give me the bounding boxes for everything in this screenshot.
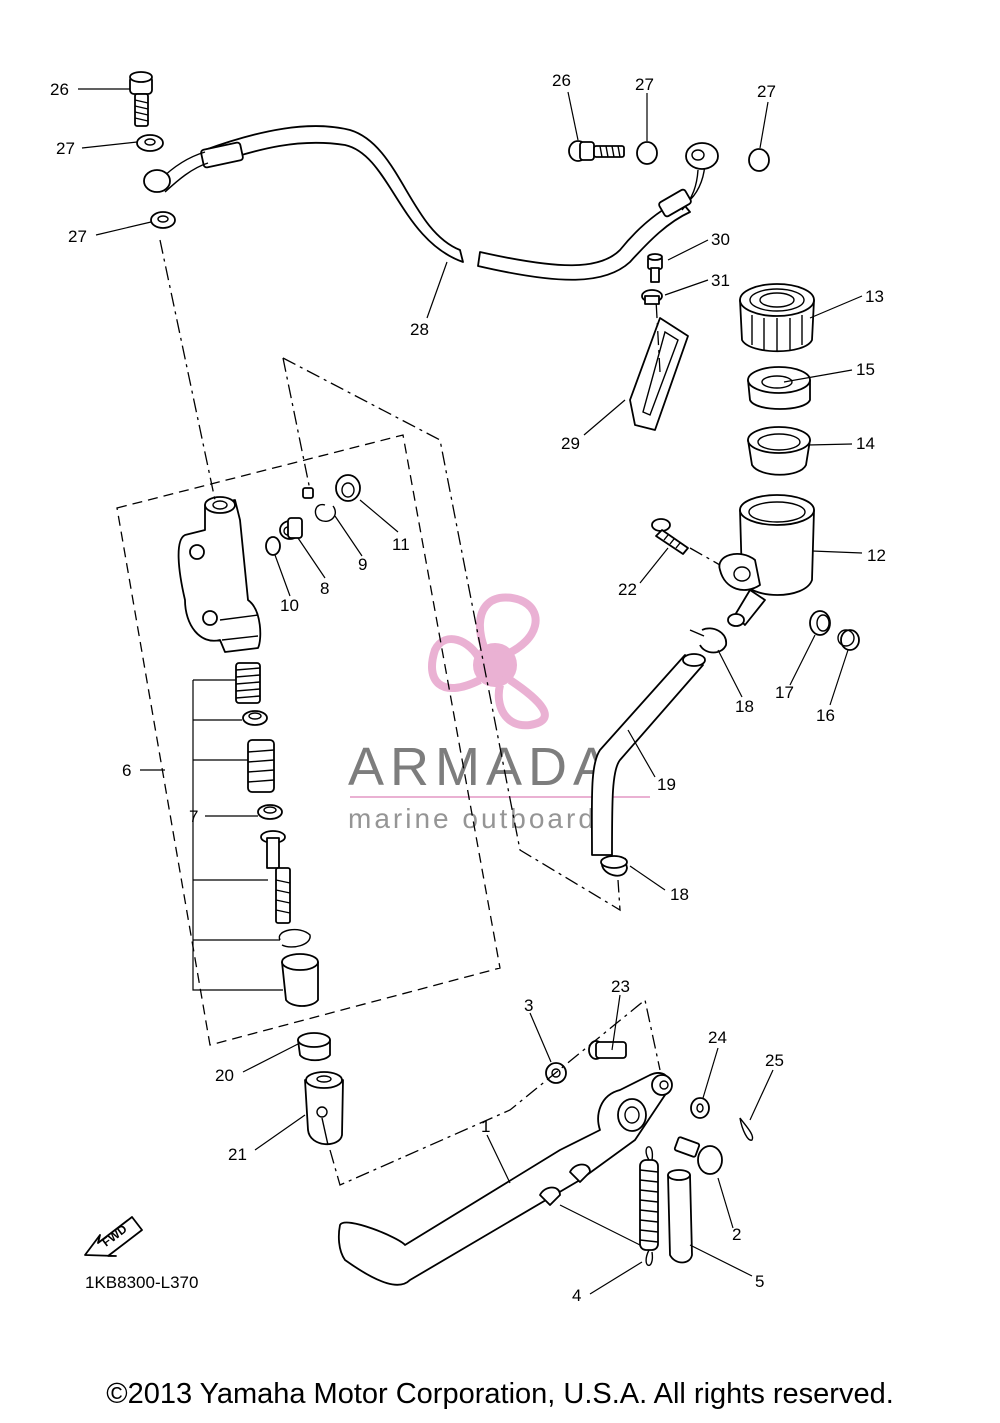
snap-ring: [278, 928, 311, 948]
callout: 31: [711, 271, 730, 290]
reservoir-bracket: [629, 317, 689, 431]
callout: 8: [320, 579, 329, 598]
reservoir-bolt: [651, 518, 689, 555]
joint-16: [837, 629, 860, 651]
copyright-notice: ©2013 Yamaha Motor Corporation, U.S.A. A…: [106, 1378, 894, 1410]
armada-watermark: ARMADA marine outboards: [348, 593, 650, 834]
hose-banjo-right-hole: [691, 149, 705, 161]
bracket-collar: [641, 289, 663, 305]
callout: 14: [856, 434, 875, 453]
locknut: [297, 1032, 331, 1062]
armada-propeller-logo: [428, 593, 549, 730]
copper-washer-2-hole: [157, 215, 169, 223]
primary-cup: [242, 710, 268, 726]
copper-washer-3: [636, 141, 658, 165]
callout: 22: [618, 580, 637, 599]
callout: 29: [561, 434, 580, 453]
callout: 20: [215, 1066, 234, 1085]
callout: 9: [358, 555, 367, 574]
reservoir-cap: [739, 283, 815, 353]
callout: 10: [280, 596, 299, 615]
callout: 27: [56, 139, 75, 158]
hose-banjo-left: [143, 169, 171, 193]
callout: 1: [481, 1117, 490, 1136]
fitting-8: [279, 517, 303, 540]
watermark-brand: ARMADA: [348, 737, 615, 797]
reservoir-diaphragm: [747, 426, 811, 476]
callout: 13: [865, 287, 884, 306]
callout: 30: [711, 230, 730, 249]
secondary-cup: [257, 804, 283, 820]
brake-hose: [159, 125, 706, 281]
clevis: [304, 1071, 344, 1146]
callout: 27: [635, 75, 654, 94]
hose-clamp-lower: [600, 855, 628, 877]
callout: 11: [392, 535, 410, 554]
copper-washer-2: [150, 211, 176, 229]
cap-11: [335, 474, 361, 502]
assembly-lines: [116, 239, 721, 1186]
callout: 27: [68, 227, 87, 246]
callout: 27: [757, 82, 776, 101]
hose-banjo-right: [685, 142, 719, 170]
master-cylinder-body: [177, 496, 262, 653]
collar-5: [667, 1169, 693, 1264]
callout: 21: [228, 1145, 247, 1164]
callout: 25: [765, 1051, 784, 1070]
pedal-bolt-2: [673, 1136, 723, 1175]
callout: 18: [735, 697, 754, 716]
callout: 24: [708, 1028, 727, 1047]
return-spring-4: [639, 1146, 659, 1266]
piston-spring: [235, 662, 261, 704]
callout: 4: [572, 1286, 581, 1305]
copper-washer-4: [748, 148, 770, 172]
callout: 2: [732, 1225, 741, 1244]
callout: 26: [552, 71, 571, 90]
callout: 19: [657, 775, 676, 794]
hose-clamp-upper: [689, 627, 727, 654]
callout: 18: [670, 885, 689, 904]
callout: 6: [122, 761, 131, 780]
callout: 7: [189, 807, 198, 826]
bracket-bolt: [647, 253, 663, 283]
callout: 16: [816, 706, 835, 725]
callout: 17: [775, 683, 794, 702]
pedal-washer-24: [690, 1097, 710, 1119]
reservoir-tank: [718, 494, 815, 627]
callout: 3: [524, 996, 533, 1015]
callouts: 26 27 27 26 27 27 28 30 31 29 13 15 14 1…: [50, 71, 886, 1305]
pedal-pin-23: [588, 1040, 627, 1060]
callout: 28: [410, 320, 429, 339]
union-bolt-right: [568, 140, 625, 162]
copper-washer-1: [136, 134, 164, 152]
cotter-pin-25: [739, 1117, 754, 1141]
circlip-9: [302, 487, 337, 522]
watermark-tagline: marine outboards: [348, 803, 614, 834]
brake-pedal: [337, 1072, 673, 1286]
reservoir-hose: [590, 653, 706, 856]
grommet-17: [809, 610, 831, 636]
leader-lines: [78, 88, 863, 1295]
callout: 23: [611, 977, 630, 996]
union-bolt-left: [129, 71, 153, 127]
diagram-code: 1KB8300-L370: [85, 1273, 198, 1292]
dust-boot: [281, 953, 319, 1007]
copper-washer-1-hole: [144, 138, 156, 146]
callout: 26: [50, 80, 69, 99]
fwd-arrow-icon: FWD: [84, 1216, 143, 1257]
oring-10: [265, 536, 281, 556]
reservoir-plate: [747, 366, 811, 410]
callout: 5: [755, 1272, 764, 1291]
callout: 12: [867, 546, 886, 565]
piston: [247, 739, 275, 793]
callout: 15: [856, 360, 875, 379]
push-rod: [260, 830, 291, 924]
